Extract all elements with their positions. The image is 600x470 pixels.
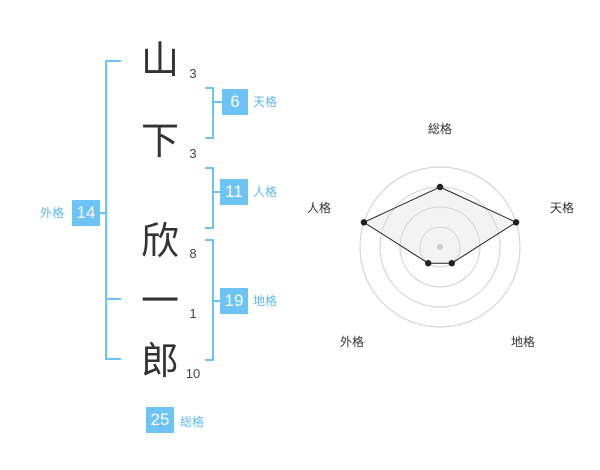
tenkaku-bracket-bottom [205,137,214,139]
soukaku-badge: 25 [146,407,174,433]
radar-point-0 [436,183,444,191]
stroke-count-1: 3 [189,66,197,81]
radar-point-2 [448,260,455,267]
radar-ring-4 [359,166,521,328]
jinkaku-bracket-top [205,167,214,169]
radar-label-jinkaku: 人格 [307,200,331,215]
radar-chart: 総格 天格 地格 外格 人格 [307,121,574,349]
tenkaku-connector [214,101,222,103]
gaikaku-connector [100,212,105,214]
gaikaku-badge: 14 [72,200,100,226]
chikaku-bracket-vertical [212,239,214,361]
name-char-3: 欣 [140,219,179,263]
chikaku-label: 地格 [253,294,278,308]
gaikaku-bracket-vertical [105,60,107,360]
stroke-count-5: 10 [185,366,201,381]
name-char-1: 山 [140,38,179,82]
name-char-4: 一 [140,279,179,323]
tenkaku-label: 天格 [253,95,278,109]
chikaku-connector [214,300,222,302]
tenkaku-badge: 6 [222,89,248,115]
radar-label-tenkaku: 天格 [550,200,574,215]
radar-points [360,183,520,267]
stroke-count-2: 3 [189,146,197,161]
soukaku-label: 総格 [180,415,205,429]
radar-point-3 [425,260,432,267]
radar-ring-2 [399,206,481,288]
radar-label-chikaku: 地格 [511,334,535,349]
stroke-count-4: 1 [189,306,197,321]
gaikaku-bracket-top [105,60,121,62]
name-char-2: 下 [140,119,179,163]
chikaku-bracket-bottom [205,359,214,361]
radar-label-gaikaku: 外格 [340,334,364,349]
radar-label-soukaku: 総格 [428,121,452,136]
chikaku-bracket-top [205,239,214,241]
tenkaku-bracket-top [205,87,214,89]
stroke-count-3: 8 [189,246,197,261]
gaikaku-bracket-mid [105,298,121,300]
jinkaku-connector [214,191,222,193]
radar-center-dot [437,244,443,250]
tenkaku-bracket-vertical [212,87,214,139]
gaikaku-bracket-bottom [105,358,121,360]
jinkaku-bracket-vertical [212,167,214,229]
radar-polygon [362,186,518,264]
name-char-5: 郎 [140,339,179,383]
jinkaku-label: 人格 [253,185,278,199]
gaikaku-label: 外格 [40,206,65,220]
chikaku-badge: 19 [220,288,248,314]
radar-point-1 [512,219,520,226]
jinkaku-bracket-bottom [205,227,214,229]
radar-point-4 [360,219,368,226]
jinkaku-badge: 11 [220,179,248,205]
